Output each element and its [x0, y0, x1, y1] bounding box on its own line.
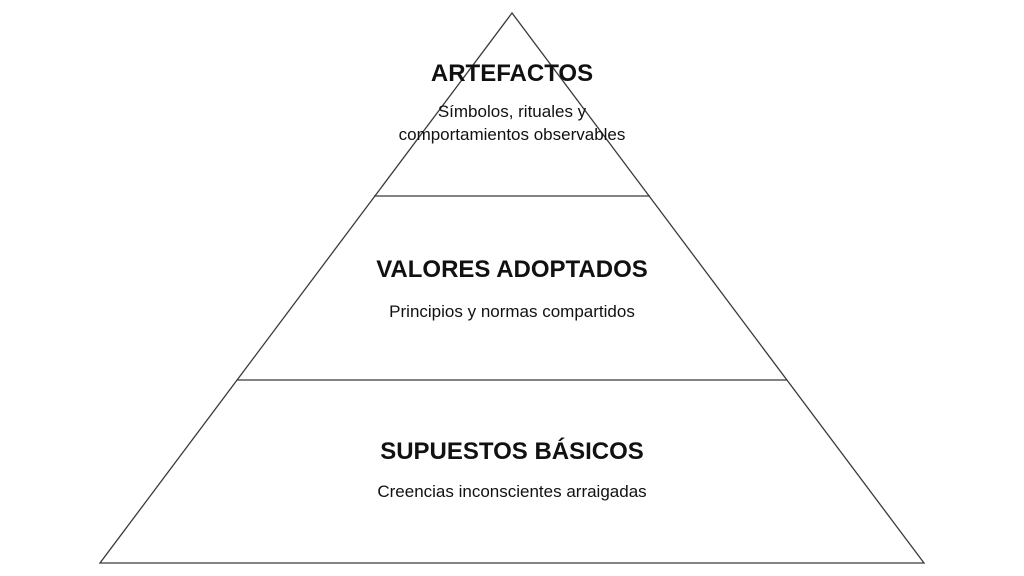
level-title: SUPUESTOS BÁSICOS — [380, 438, 644, 465]
pyramid-level-artefactos: ARTEFACTOS Símbolos, rituales y comporta… — [0, 60, 1024, 146]
pyramid-outline — [98, 11, 926, 564]
level-description: Principios y normas compartidos — [0, 300, 1024, 323]
level-title: VALORES ADOPTADOS — [376, 256, 648, 283]
level-description: Símbolos, rituales y comportamientos obs… — [0, 100, 1024, 146]
level-description: Creencias inconscientes arraigadas — [0, 480, 1024, 503]
level-title: ARTEFACTOS — [430, 60, 594, 87]
level-description-line: Símbolos, rituales y — [437, 102, 587, 121]
level-description-line: Principios y normas compartidos — [389, 302, 635, 321]
level-description-line: comportamientos observables — [398, 125, 626, 144]
pyramid-level-supuestos: SUPUESTOS BÁSICOS Creencias inconsciente… — [0, 438, 1024, 503]
pyramid-level-valores: VALORES ADOPTADOS Principios y normas co… — [0, 256, 1024, 323]
level-description-line: Creencias inconscientes arraigadas — [377, 482, 647, 501]
